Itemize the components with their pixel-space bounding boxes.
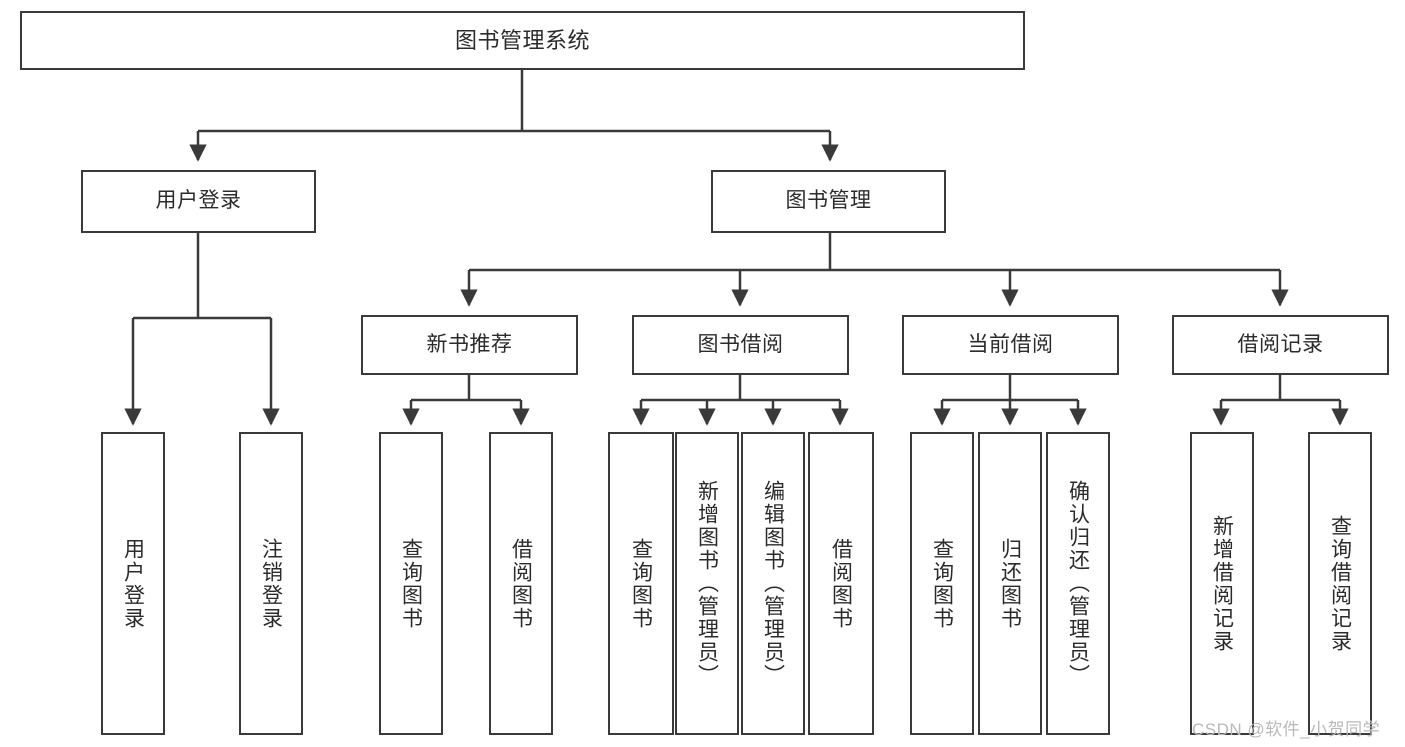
node-label: 归还图书 [998,537,1022,630]
node-borrow-record[interactable]: 借阅记录 [1172,315,1389,375]
leaf-current-query-book[interactable]: 查询图书 [910,432,974,735]
node-label: 用户登录 [155,189,242,213]
node-root-system[interactable]: 图书管理系统 [20,11,1025,70]
leaf-current-return-book[interactable]: 归还图书 [978,432,1042,735]
leaf-record-add-record[interactable]: 新增借阅记录 [1190,432,1254,735]
leaf-borrow-add-book-admin[interactable]: 新增图书（管理员） [675,432,739,735]
node-label: 注销登录 [259,537,283,630]
watermark-text: CSDN @软件_小贺同学 [1192,720,1381,739]
node-label: 查询图书 [399,537,423,630]
node-label: 编辑图书（管理员） [761,480,785,687]
node-label: 借阅图书 [509,537,533,630]
leaf-user-login-signin[interactable]: 用户登录 [101,432,165,735]
node-book-management[interactable]: 图书管理 [711,170,946,233]
node-label: 图书管理系统 [454,27,590,53]
leaf-current-confirm-return-admin[interactable]: 确认归还（管理员） [1046,432,1110,735]
node-label: 新增借阅记录 [1210,514,1234,653]
node-label: 查询借阅记录 [1328,514,1352,653]
node-label: 新增图书（管理员） [695,480,719,687]
node-new-book-recommend[interactable]: 新书推荐 [361,315,578,375]
leaf-borrow-query-book[interactable]: 查询图书 [608,432,674,735]
node-label: 图书管理 [785,189,872,213]
node-label: 查询图书 [930,537,954,630]
leaf-new-book-query[interactable]: 查询图书 [379,432,443,735]
leaf-user-login-signout[interactable]: 注销登录 [239,432,303,735]
node-user-login[interactable]: 用户登录 [81,170,316,233]
node-label: 用户登录 [121,537,145,630]
node-label: 借阅记录 [1237,332,1324,356]
leaf-record-query-record[interactable]: 查询借阅记录 [1308,432,1372,735]
node-label: 新书推荐 [426,332,513,356]
node-label: 确认归还（管理员） [1066,480,1090,687]
leaf-new-book-borrow[interactable]: 借阅图书 [489,432,553,735]
node-label: 借阅图书 [829,537,853,630]
node-label: 图书借阅 [697,332,784,356]
node-book-borrow[interactable]: 图书借阅 [632,315,849,375]
leaf-borrow-edit-book-admin[interactable]: 编辑图书（管理员） [741,432,805,735]
node-label: 当前借阅 [967,332,1054,356]
node-current-borrow[interactable]: 当前借阅 [902,315,1119,375]
node-label: 查询图书 [629,537,653,630]
leaf-borrow-borrow-book[interactable]: 借阅图书 [808,432,874,735]
